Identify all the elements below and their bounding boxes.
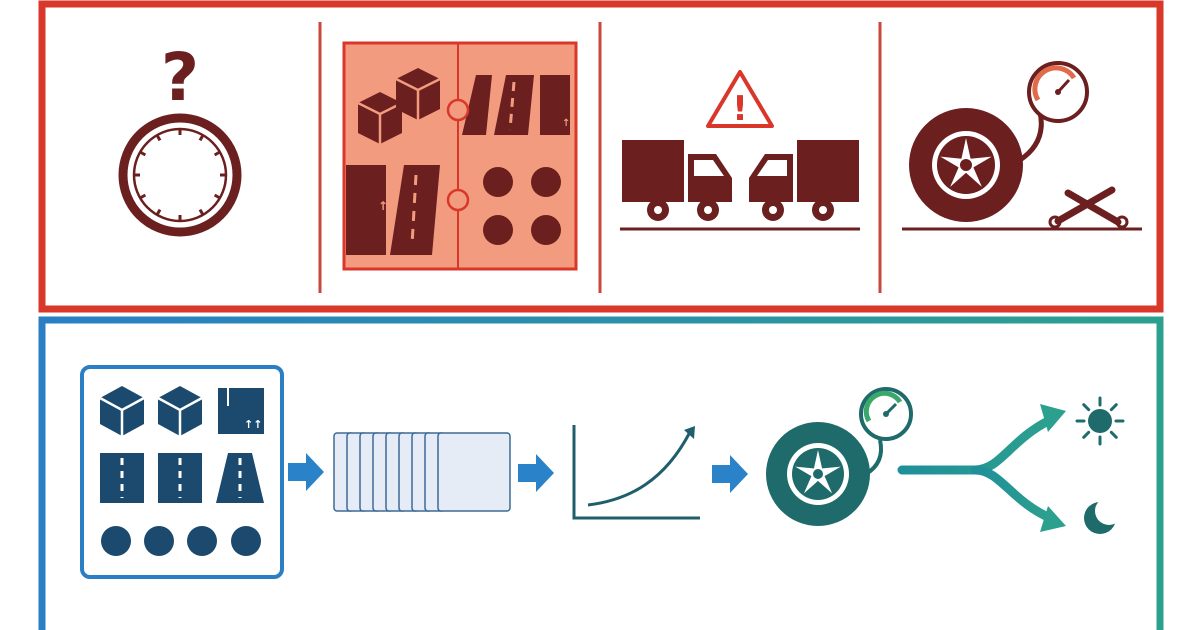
question-mark: ? (161, 39, 199, 116)
road-icon (100, 453, 264, 503)
question-stopwatch-icon: ? (118, 39, 242, 237)
svg-text:↑↑: ↑↑ (244, 418, 262, 431)
svg-text:↑: ↑ (562, 118, 570, 129)
flow-arrow-icon (288, 453, 324, 491)
stopwatch-tick (155, 208, 162, 216)
sequence-frame (437, 432, 511, 512)
stopwatch-tick (198, 134, 205, 142)
tire-icon (909, 108, 1023, 222)
stopwatch-tick (213, 193, 221, 200)
dot-grid-icon (483, 167, 561, 245)
sun-ray (1109, 430, 1118, 439)
stopwatch-tick (155, 134, 162, 142)
stopwatch-tick (139, 150, 147, 157)
flow-arrow-icon (712, 455, 748, 493)
road-icon: ↑↑ (346, 165, 440, 255)
warning-triangle-icon: ! (706, 70, 774, 129)
truck-left-icon (622, 140, 732, 221)
box-icon (357, 92, 403, 144)
dot-row-icon (101, 526, 261, 556)
box-icon (99, 386, 145, 436)
top-panel-frame (38, 0, 1164, 313)
flow-arrow-icon (518, 454, 554, 492)
tire-gauge-icon (766, 387, 913, 526)
road-icon: ↑ (462, 75, 570, 135)
moon-icon (1084, 497, 1123, 534)
truck-right-icon (749, 140, 859, 221)
stacked-frames-icon (333, 432, 511, 512)
bottom-panel-frame (38, 316, 1164, 630)
multimodal-input-icon: ↑↑ (80, 365, 284, 579)
pressure-gauge-icon (1018, 61, 1089, 163)
stopwatch-tick (139, 193, 147, 200)
box-icon (157, 386, 203, 436)
stopwatch-tick (213, 150, 221, 157)
truck-warning-icon: ! (620, 70, 860, 231)
sun-ray (1109, 403, 1118, 412)
box-icon: ↑↑ (218, 388, 264, 434)
wrench-icon (1048, 186, 1129, 229)
svg-text:↑↑: ↑↑ (378, 199, 398, 213)
sun-ray (1082, 403, 1091, 412)
sun-ray (1082, 430, 1091, 439)
fork-arrow-icon (897, 396, 1125, 534)
trend-curve-icon (572, 425, 700, 520)
sun-icon (1075, 396, 1125, 446)
puzzle-inputs-icon: ↑↑ ↑ (342, 41, 578, 271)
box-icon (395, 68, 441, 120)
tire-gauge-wrench-icon (902, 61, 1142, 231)
warning-mark: ! (732, 89, 748, 129)
stopwatch-tick (198, 208, 205, 216)
